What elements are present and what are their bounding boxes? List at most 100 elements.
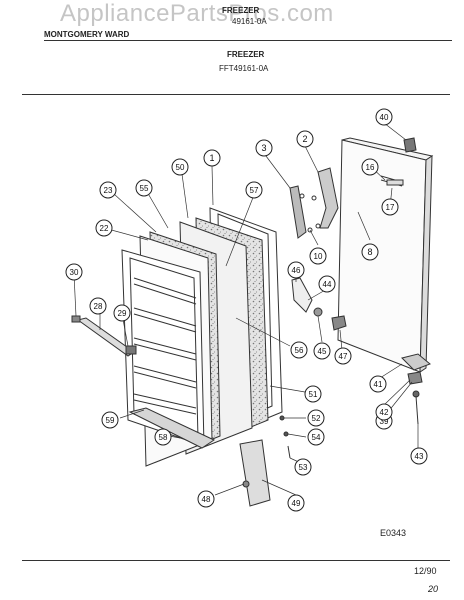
- callout-circle: [290, 341, 308, 359]
- callout-43: 43: [410, 447, 428, 465]
- callout-label: 41: [374, 380, 383, 389]
- callout-51: 51: [304, 385, 322, 403]
- callout-circle: [255, 139, 273, 157]
- callout-circle: [101, 411, 119, 429]
- callout-label: 40: [380, 113, 389, 122]
- callout-label: 43: [415, 452, 424, 461]
- callout-label: 56: [295, 346, 304, 355]
- callout-circle: [245, 181, 263, 199]
- callout-circle: [307, 428, 325, 446]
- callout-circle: [154, 428, 172, 446]
- callout-16: 16: [361, 158, 379, 176]
- callout-circle: [313, 342, 331, 360]
- callout-41: 41: [369, 375, 387, 393]
- callout-58: 58: [154, 428, 172, 446]
- callout-52: 52: [307, 409, 325, 427]
- callout-label: 22: [100, 224, 109, 233]
- callout-label: 50: [176, 163, 185, 172]
- callout-label: 10: [314, 252, 323, 261]
- callout-50: 50: [171, 158, 189, 176]
- callout-circle: [135, 179, 153, 197]
- section-rule-top: [22, 94, 450, 95]
- parts-linework: [71, 137, 434, 507]
- callout-label: 39: [380, 417, 389, 426]
- header-model-partial: 49161-0A: [232, 17, 267, 26]
- callout-label: 53: [299, 463, 308, 472]
- callout-label: 1: [209, 153, 214, 163]
- callout-8: 8: [361, 243, 379, 261]
- callout-23: 23: [99, 181, 117, 199]
- callout-circle: [296, 130, 314, 148]
- callout-label: 16: [366, 163, 375, 172]
- callout-circle: [309, 247, 327, 265]
- callout-circle: [95, 219, 113, 237]
- callout-circle: [375, 403, 393, 421]
- callout-circle: [287, 494, 305, 512]
- callout-44: 44: [318, 275, 336, 293]
- callout-circle: [318, 275, 336, 293]
- callout-label: 52: [312, 414, 321, 423]
- door-handle-part: [311, 167, 339, 229]
- callout-label: 58: [159, 433, 168, 442]
- callout-56: 56: [290, 341, 308, 359]
- kick-strip: [128, 407, 216, 449]
- callout-28: 28: [89, 297, 107, 315]
- callout-circle: [361, 243, 379, 261]
- header-model: FFT49161-0A: [219, 64, 269, 73]
- callout-55: 55: [135, 179, 153, 197]
- header-brand: MONTGOMERY WARD: [44, 30, 130, 39]
- callout-label: 57: [250, 186, 259, 195]
- callout-53: 53: [294, 458, 312, 476]
- callout-label: 45: [318, 347, 327, 356]
- callout-57: 57: [245, 181, 263, 199]
- callout-label: 55: [140, 184, 149, 193]
- door-rack-bar: [71, 315, 137, 357]
- callout-bubbles: 1238101617222328293039404142434445464748…: [65, 108, 428, 512]
- bottom-bracket: [239, 439, 271, 507]
- callout-label: 23: [104, 186, 113, 195]
- section-rule-bottom: [22, 560, 450, 561]
- handwritten-note: 20: [428, 584, 439, 594]
- callout-label: 48: [202, 495, 211, 504]
- callout-circle: [334, 347, 352, 365]
- callout-circle: [287, 261, 305, 279]
- callout-label: 28: [94, 302, 103, 311]
- callout-3: 3: [255, 139, 273, 157]
- callout-54: 54: [307, 428, 325, 446]
- callout-label: 30: [70, 268, 79, 277]
- callout-circle: [113, 304, 131, 322]
- callout-label: 17: [386, 203, 395, 212]
- callout-circle: [203, 149, 221, 167]
- callout-label: 8: [367, 247, 372, 257]
- callout-circle: [197, 490, 215, 508]
- watermark: AppliancePartsPros.com: [60, 0, 334, 27]
- handle-base-part: [289, 185, 313, 239]
- header-section: FREEZER: [227, 50, 265, 59]
- callout-label: 3: [261, 143, 266, 153]
- callout-circle: [65, 263, 83, 281]
- callout-10: 10: [309, 247, 327, 265]
- callout-circle: [361, 158, 379, 176]
- callout-17: 17: [381, 198, 399, 216]
- callout-circle: [99, 181, 117, 199]
- callout-label: 42: [380, 408, 389, 417]
- callout-30: 30: [65, 263, 83, 281]
- callout-59: 59: [101, 411, 119, 429]
- callout-40: 40: [375, 108, 393, 126]
- callout-label: 46: [292, 266, 301, 275]
- callout-42: 42: [375, 403, 393, 421]
- callout-2: 2: [296, 130, 314, 148]
- callout-49: 49: [287, 494, 305, 512]
- callout-label: 2: [302, 134, 307, 144]
- callout-circle: [381, 198, 399, 216]
- callout-circle: [304, 385, 322, 403]
- callout-22: 22: [95, 219, 113, 237]
- callout-label: 51: [309, 390, 318, 399]
- callout-label: 54: [312, 433, 321, 442]
- callout-29: 29: [113, 304, 131, 322]
- callout-46: 46: [287, 261, 305, 279]
- callout-circle: [89, 297, 107, 315]
- callout-label: 49: [292, 499, 301, 508]
